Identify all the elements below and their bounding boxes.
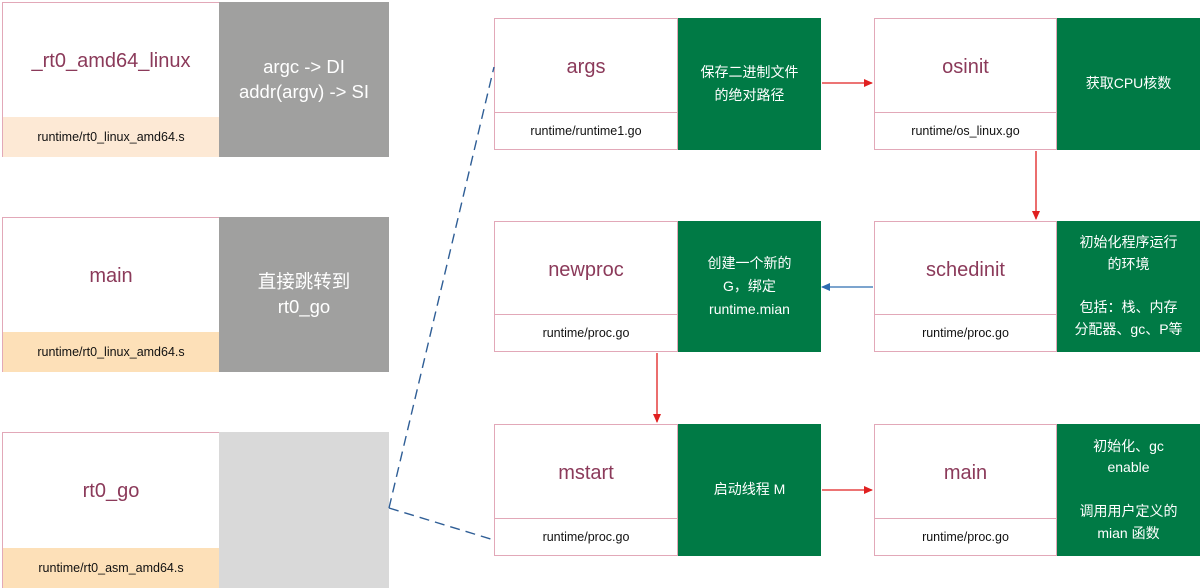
node-desc: 初始化、gc enable 调用用户定义的 mian 函数 [1057, 424, 1200, 556]
node-schedinit: schedinit runtime/proc.go [874, 221, 1057, 352]
stage-note-empty [219, 432, 389, 588]
node-osinit: osinit runtime/os_linux.go [874, 18, 1057, 150]
stage-rt0-amd64-linux: _rt0_amd64_linux runtime/rt0_linux_amd64… [2, 2, 219, 157]
stage-title: main [89, 264, 133, 287]
stage-title: _rt0_amd64_linux [31, 49, 191, 72]
node-title: args [566, 55, 606, 78]
node-newproc: newproc runtime/proc.go [494, 221, 678, 352]
node-desc: 获取CPU核数 [1057, 18, 1200, 150]
node-file: runtime/proc.go [495, 314, 677, 351]
node-title: newproc [548, 258, 624, 281]
node-file: runtime/os_linux.go [875, 112, 1056, 149]
node-mstart: mstart runtime/proc.go [494, 424, 678, 556]
node-title: schedinit [926, 258, 1005, 281]
stage-title: rt0_go [82, 479, 140, 502]
node-main: main runtime/proc.go [874, 424, 1057, 556]
node-desc: 启动线程 M [678, 424, 821, 556]
stage-main: main runtime/rt0_linux_amd64.s [2, 217, 219, 372]
stage-file: runtime/rt0_linux_amd64.s [3, 332, 219, 372]
node-file: runtime/proc.go [875, 518, 1056, 555]
dashed-zoom-line-top [388, 66, 495, 509]
node-title: mstart [558, 461, 614, 484]
node-file: runtime/proc.go [875, 314, 1056, 351]
node-title: osinit [942, 55, 989, 78]
node-desc: 初始化程序运行 的环境 包括：栈、内存 分配器、gc、P等 [1057, 221, 1200, 352]
stage-note: argc -> DI addr(argv) -> SI [219, 2, 389, 157]
stage-rt0-go: rt0_go runtime/rt0_asm_amd64.s [2, 432, 219, 588]
node-desc: 保存二进制文件 的绝对路径 [678, 18, 821, 150]
node-file: runtime/runtime1.go [495, 112, 677, 149]
dashed-zoom-line-bottom [388, 507, 495, 541]
node-desc: 创建一个新的 G，绑定 runtime.mian [678, 221, 821, 352]
node-file: runtime/proc.go [495, 518, 677, 555]
node-title: main [943, 461, 988, 484]
stage-note: 直接跳转到 rt0_go [219, 217, 389, 372]
stage-file: runtime/rt0_linux_amd64.s [3, 117, 219, 157]
node-args: args runtime/runtime1.go [494, 18, 678, 150]
stage-file: runtime/rt0_asm_amd64.s [3, 548, 219, 588]
